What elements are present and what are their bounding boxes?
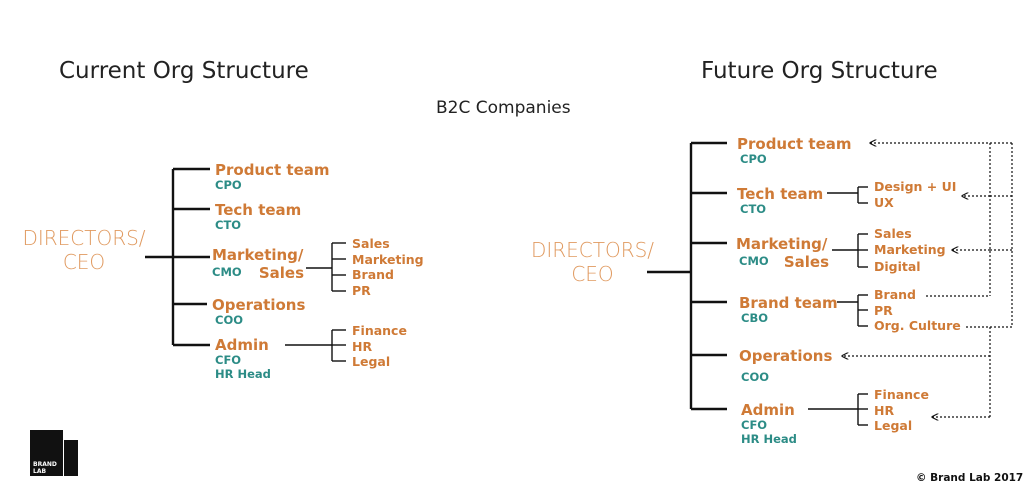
future-marketing-team-line1: Marketing/ — [736, 235, 828, 253]
future-admin-sub: HR — [874, 402, 895, 418]
current-tech-team: Tech team — [215, 201, 302, 219]
future-tech-node: Tech team CTO — [737, 185, 823, 217]
current-operations-node: Operations COO — [212, 296, 305, 328]
current-root-line1: DIRECTORS/ — [22, 226, 146, 250]
future-admin-node: Admin CFO HR Head — [741, 401, 797, 446]
brand-lab-logo: BRAND LAB — [30, 430, 78, 476]
future-tech-team: Tech team — [737, 185, 824, 203]
current-root-node: DIRECTORS/ CEO — [8, 226, 160, 274]
future-operations-exec: COO — [741, 370, 769, 384]
future-marketing-sub: Marketing — [874, 241, 946, 257]
subtitle: B2C Companies — [436, 98, 571, 118]
future-tech-sub: UX — [874, 194, 894, 210]
future-operations-node: Operations COO — [739, 347, 832, 385]
future-brand-exec: CBO — [741, 311, 768, 325]
current-admin-team: Admin — [215, 336, 269, 354]
future-structure-title: Future Org Structure — [701, 58, 938, 84]
current-admin-sub: HR — [352, 338, 373, 354]
future-root-line2: CEO — [571, 262, 614, 286]
future-admin-sub: Legal — [874, 418, 913, 434]
future-brand-node: Brand team CBO — [739, 294, 838, 326]
future-brand-subs: Brand PR Org. Culture — [874, 287, 961, 334]
future-root-line1: DIRECTORS/ — [530, 238, 655, 262]
future-marketing-sub: Digital — [874, 259, 921, 275]
future-product-exec: CPO — [740, 152, 767, 166]
future-admin-subs: Finance HR Legal — [874, 387, 929, 434]
future-marketing-node: Marketing/ CMO Sales — [736, 235, 832, 271]
future-brand-sub: PR — [874, 302, 893, 318]
future-admin-sub: Finance — [874, 387, 929, 402]
future-marketing-exec: CMO — [739, 254, 769, 268]
future-brand-team: Brand team — [739, 294, 838, 312]
current-tech-node: Tech team CTO — [215, 201, 301, 233]
future-admin-exec-hr: HR Head — [741, 431, 797, 446]
current-structure-title: Current Org Structure — [59, 58, 309, 84]
logo-text-line2: LAB — [33, 468, 47, 475]
current-operations-exec: COO — [215, 313, 243, 327]
current-admin-node: Admin CFO HR Head — [215, 336, 271, 381]
future-product-node: Product team CPO — [737, 135, 852, 167]
current-admin-subs: Finance HR Legal — [352, 323, 407, 370]
current-product-team: Product team — [215, 161, 330, 179]
current-root-line2: CEO — [62, 250, 106, 274]
future-admin-team: Admin — [741, 401, 795, 419]
future-tech-exec: CTO — [740, 202, 767, 216]
current-admin-exec-hr: HR Head — [215, 366, 271, 381]
current-product-node: Product team CPO — [215, 161, 330, 193]
future-marketing-team-line2: Sales — [783, 253, 829, 271]
logo-text-line1: BRAND — [33, 461, 57, 468]
future-tech-sub: Design + UI — [874, 179, 957, 194]
current-admin-exec-cfo: CFO — [215, 353, 242, 367]
current-marketing-sub: PR — [352, 282, 371, 298]
future-operations-team: Operations — [739, 347, 833, 365]
current-marketing-team-line2: Sales — [258, 264, 304, 282]
current-marketing-team-line1: Marketing/ — [212, 246, 304, 264]
future-root-node: DIRECTORS/ CEO — [515, 238, 670, 286]
current-admin-sub: Legal — [352, 354, 391, 370]
current-marketing-subs: Sales Marketing Brand PR — [352, 236, 424, 298]
future-product-team: Product team — [737, 135, 852, 153]
current-admin-sub: Finance — [352, 323, 407, 338]
future-admin-exec-cfo: CFO — [741, 418, 768, 432]
current-marketing-exec: CMO — [212, 265, 242, 279]
current-product-exec: CPO — [215, 178, 242, 192]
current-tech-exec: CTO — [215, 218, 242, 232]
future-marketing-sub: Sales — [874, 226, 912, 241]
current-marketing-sub: Brand — [352, 267, 394, 283]
future-marketing-subs: Sales Marketing Digital — [874, 226, 946, 275]
future-tech-subs: Design + UI UX — [874, 179, 956, 210]
current-marketing-sub: Sales — [352, 236, 390, 251]
copyright-text: © Brand Lab 2017 — [916, 472, 1024, 484]
future-brand-sub: Org. Culture — [874, 318, 961, 334]
current-marketing-node: Marketing/ CMO Sales — [212, 246, 306, 282]
current-operations-team: Operations — [212, 296, 306, 314]
future-brand-sub: Brand — [874, 287, 916, 302]
current-marketing-sub: Marketing — [352, 251, 424, 267]
